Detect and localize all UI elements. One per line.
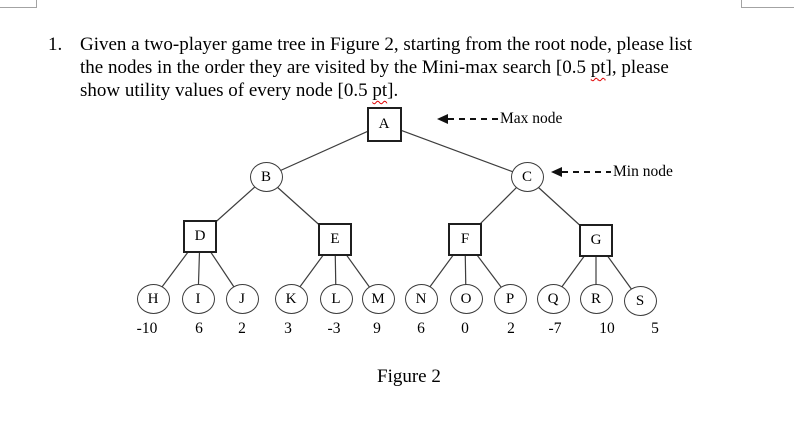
- tree-node-G-max: G: [579, 223, 613, 257]
- figure-caption: Figure 2: [377, 366, 441, 387]
- leaf-value-O: 0: [461, 320, 469, 337]
- leaf-value-L: -3: [327, 320, 341, 337]
- page-corner-mark-right: [741, 0, 794, 8]
- tree-node-Q-leaf: Q: [536, 284, 570, 314]
- leaf-value-J: 2: [238, 320, 246, 337]
- leaf-value-Q: -7: [548, 320, 562, 337]
- question-block: 1. Given a two-player game tree in Figur…: [48, 33, 692, 102]
- leaf-value-P: 2: [507, 320, 515, 337]
- tree-node-P-leaf: P: [493, 284, 527, 314]
- tree-node-M-leaf: M: [361, 284, 395, 314]
- leaf-value-N: 6: [417, 320, 425, 337]
- min-node-arrow-head: [551, 167, 562, 177]
- tree-node-I-leaf: I: [181, 284, 215, 314]
- tree-node-F-max: F: [448, 222, 482, 256]
- leaf-value-K: 3: [284, 320, 292, 337]
- spellcheck-underlined-word: pt: [372, 80, 388, 101]
- tree-node-D-max: D: [183, 219, 217, 253]
- tree-edge-A-B: [265, 123, 385, 178]
- tree-node-K-leaf: K: [274, 284, 308, 314]
- tree-node-L-leaf: L: [319, 284, 353, 314]
- question-text: Given a two-player game tree in Figure 2…: [80, 33, 692, 102]
- leaf-value-I: 6: [195, 320, 203, 337]
- max-node-annotation: Max node: [500, 110, 563, 127]
- question-line-2: the nodes in the order they are visited …: [80, 57, 669, 78]
- tree-node-A-max: A: [366, 106, 402, 142]
- min-node-annotation: Min node: [613, 163, 673, 180]
- leaf-value-H: -10: [136, 320, 158, 337]
- leaf-value-M: 9: [373, 320, 381, 337]
- tree-edge-A-C: [383, 123, 528, 178]
- tree-node-H-leaf: H: [136, 284, 170, 314]
- tree-node-C-min: C: [510, 162, 544, 192]
- tree-node-E-max: E: [318, 222, 352, 256]
- question-line-1: Given a two-player game tree in Figure 2…: [80, 34, 693, 55]
- question-number: 1.: [48, 34, 63, 55]
- max-node-arrow-head: [437, 114, 448, 124]
- leaf-value-S: 5: [651, 320, 659, 337]
- tree-node-O-leaf: O: [449, 284, 483, 314]
- tree-node-R-leaf: R: [579, 284, 613, 314]
- tree-node-B-min: B: [249, 162, 283, 192]
- question-line-3: show utility values of every node [0.5 p…: [80, 80, 399, 101]
- tree-node-S-leaf: S: [623, 286, 657, 316]
- leaf-value-R: 10: [599, 320, 615, 337]
- tree-node-J-leaf: J: [225, 284, 259, 314]
- page-corner-mark-left: [0, 0, 37, 8]
- spellcheck-underlined-word: pt: [590, 57, 606, 78]
- tree-node-N-leaf: N: [404, 284, 438, 314]
